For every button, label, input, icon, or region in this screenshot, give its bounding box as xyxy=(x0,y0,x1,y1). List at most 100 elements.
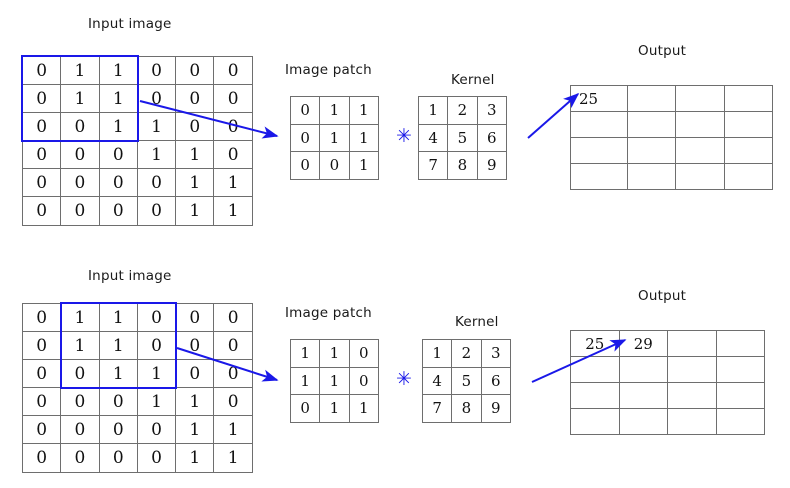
grid-cell xyxy=(626,111,676,138)
grid-cell: 9 xyxy=(480,394,511,423)
grid-cell: 0 xyxy=(289,151,321,180)
grid-cell: 0 xyxy=(136,196,177,226)
grid-cell xyxy=(723,85,773,112)
grid-row: 25 xyxy=(570,85,773,112)
grid-cell: 0 xyxy=(21,84,62,114)
grid-cell xyxy=(667,408,717,435)
grid-row xyxy=(570,382,765,409)
grid-cell: 1 xyxy=(60,84,100,114)
grid-row xyxy=(570,356,765,383)
grid-cell: 1 xyxy=(319,394,350,423)
grid-cell xyxy=(675,85,725,112)
grid-cell: 1 xyxy=(60,331,100,361)
grid-cell: 0 xyxy=(21,112,62,142)
grid-cell: 6 xyxy=(476,123,507,153)
grid-row xyxy=(570,408,765,435)
grid-cell: 1 xyxy=(98,55,138,86)
grid-cell: 0 xyxy=(21,196,62,226)
grid-cell: 0 xyxy=(289,123,321,153)
grid-cell: 0 xyxy=(98,140,138,170)
grid-cell: 1 xyxy=(98,359,138,389)
grid-cell: 0 xyxy=(175,359,215,389)
grid-cell: 3 xyxy=(476,96,507,125)
grid-cell: 0 xyxy=(98,415,138,445)
grid-cell: 8 xyxy=(447,151,478,180)
grid-cell: 1 xyxy=(319,339,350,368)
grid-cell: 0 xyxy=(136,55,177,86)
grid-cell: 1 xyxy=(319,123,350,153)
grid-cell: 1 xyxy=(136,140,177,170)
grid-cell: 1 xyxy=(213,443,253,473)
grid-cell: 8 xyxy=(451,394,482,423)
grid-cell: 0 xyxy=(21,331,62,361)
grid-cell: 4 xyxy=(421,366,453,396)
grid-cell xyxy=(675,163,725,190)
grid-cell: 0 xyxy=(98,387,138,417)
grid-cell: 0 xyxy=(289,394,321,423)
grid-cell: 0 xyxy=(60,140,100,170)
grid-cell: 1 xyxy=(175,443,215,473)
grid-cell: 1 xyxy=(98,112,138,142)
grid-cell: 25 xyxy=(570,85,628,112)
grid-cell xyxy=(715,330,765,357)
grid-cell: 0 xyxy=(175,112,215,142)
grid-row xyxy=(570,163,773,190)
grid-cell: 1 xyxy=(98,84,138,114)
grid-cell xyxy=(675,111,725,138)
grid-cell: 0 xyxy=(136,331,177,361)
grid-cell: 0 xyxy=(60,196,100,226)
grid-cell: 0 xyxy=(175,55,215,86)
grid-cell: 7 xyxy=(417,151,449,180)
grid-cell: 0 xyxy=(21,387,62,417)
grid-cell xyxy=(667,382,717,409)
grid-cell: 1 xyxy=(348,151,379,180)
grid-cell xyxy=(715,382,765,409)
caption-output-row1: Output xyxy=(638,43,687,59)
grid-cell xyxy=(618,356,668,383)
grid-cell: 5 xyxy=(447,123,478,153)
grid-cell: 0 xyxy=(348,366,379,396)
grid-cell: 1 xyxy=(98,302,138,333)
grid-cell: 3 xyxy=(480,339,511,368)
grid-cell: 0 xyxy=(98,443,138,473)
grid-cell: 9 xyxy=(476,151,507,180)
grid-row xyxy=(570,137,773,164)
grid-cell: 0 xyxy=(348,339,379,368)
grid-cell: 0 xyxy=(21,168,62,198)
grid-cell: 0 xyxy=(213,359,253,389)
grid-cell xyxy=(626,137,676,164)
grid-cell: 1 xyxy=(60,55,100,86)
grid-cell: 0 xyxy=(21,55,62,86)
caption-input-image-row1: Input image xyxy=(88,16,172,32)
grid-cell: 1 xyxy=(421,339,453,368)
grid-cell: 0 xyxy=(289,96,321,125)
caption-output-row2: Output xyxy=(638,288,687,304)
